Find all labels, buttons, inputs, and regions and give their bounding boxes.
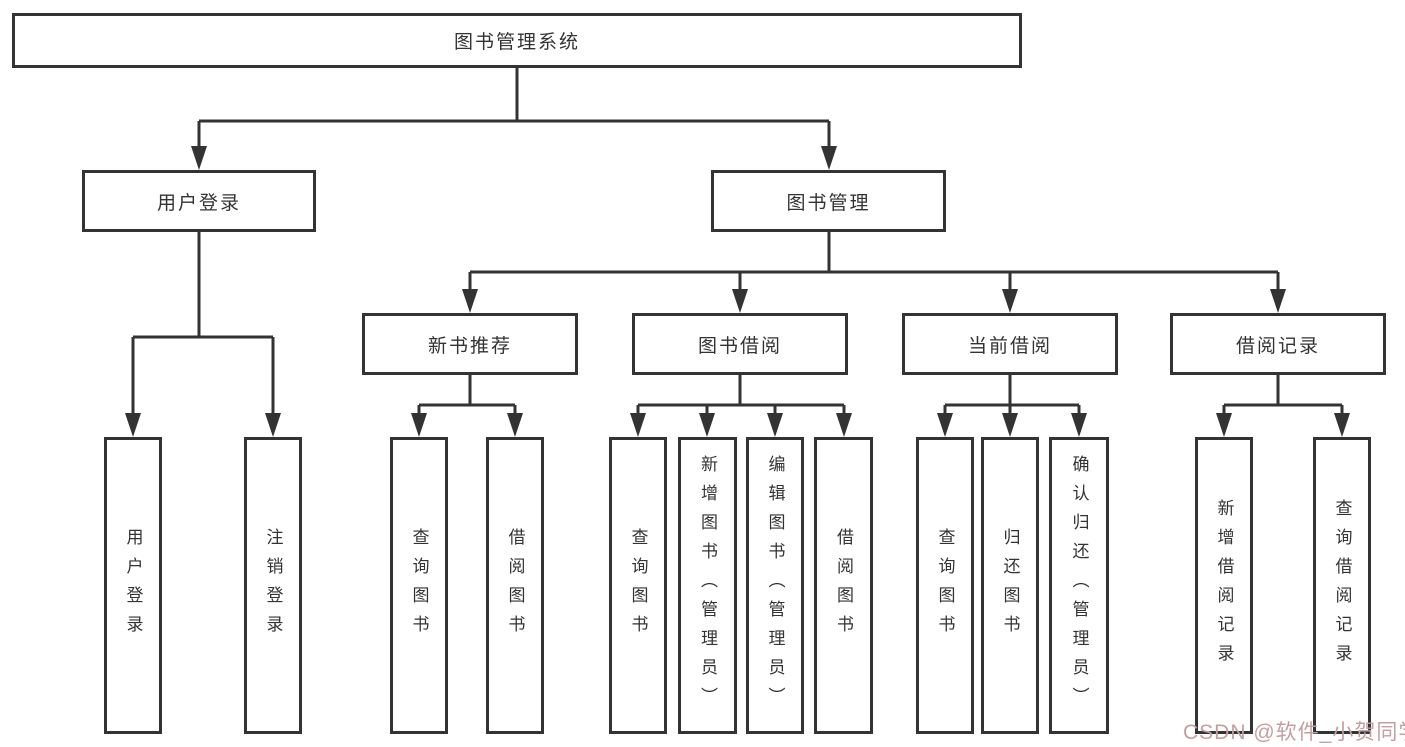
leaf-user-login: 用户登录 [104, 437, 162, 734]
leaf-borrow-books-recommend: 借阅图书 [486, 437, 544, 734]
csdn-watermark: CSDN @软件_小贺同学 [1183, 721, 1405, 744]
leaf-confirm-return-admin: 确认归还（管理员） [1049, 437, 1109, 734]
leaf-add-borrow-record: 新增借阅记录 [1195, 437, 1253, 734]
node-book-management: 图书管理 [711, 170, 946, 232]
leaf-edit-book-admin: 编辑图书（管理员） [746, 437, 804, 734]
node-library-management-system: 图书管理系统 [12, 13, 1022, 68]
node-book-borrow: 图书借阅 [632, 313, 848, 375]
node-new-book-recommend: 新书推荐 [362, 313, 578, 375]
node-user-login: 用户登录 [82, 170, 316, 232]
leaf-query-books-current: 查询图书 [916, 437, 974, 734]
leaf-query-books-borrow: 查询图书 [609, 437, 667, 734]
leaf-add-book-admin: 新增图书（管理员） [678, 437, 737, 734]
leaf-borrow-books: 借阅图书 [814, 437, 873, 734]
leaf-logout: 注销登录 [244, 437, 302, 734]
leaf-query-books-recommend: 查询图书 [390, 437, 448, 734]
node-current-borrow: 当前借阅 [902, 313, 1118, 375]
node-borrow-records: 借阅记录 [1170, 313, 1386, 375]
leaf-query-borrow-record: 查询借阅记录 [1313, 437, 1371, 734]
leaf-return-books: 归还图书 [981, 437, 1039, 734]
